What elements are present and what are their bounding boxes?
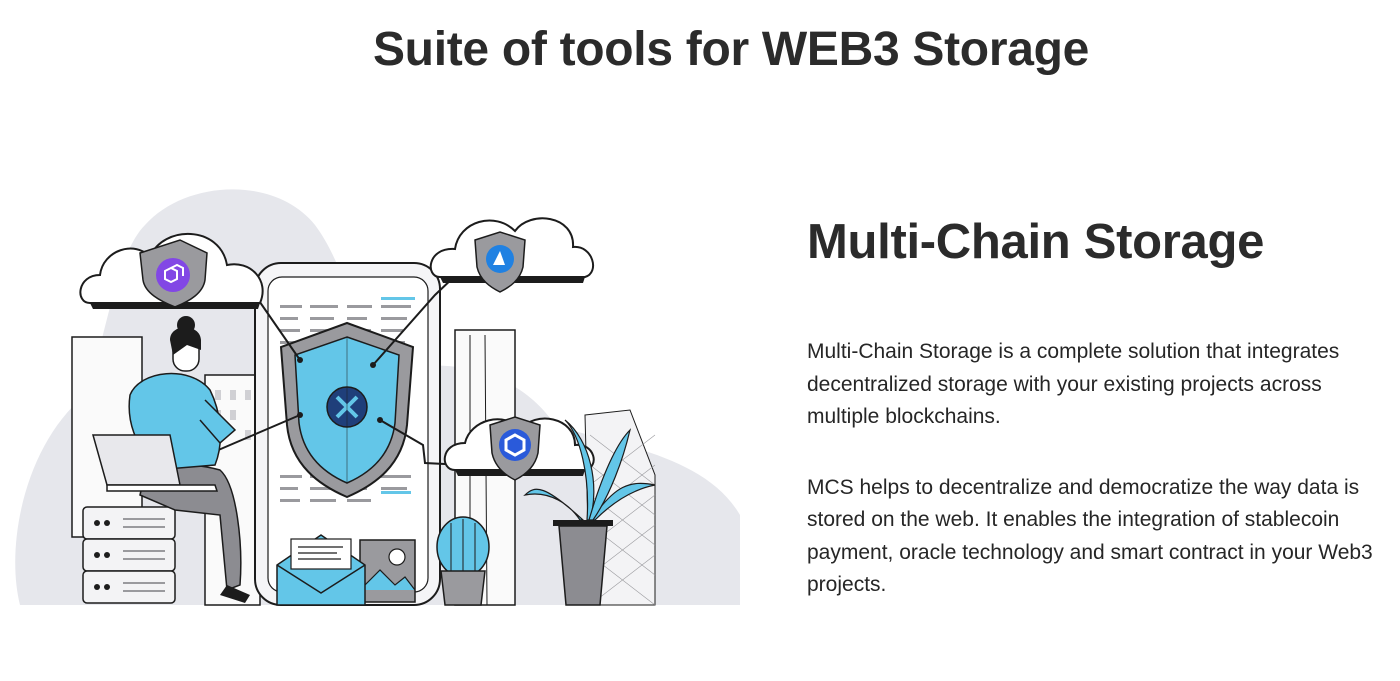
page-title: Suite of tools for WEB3 Storage: [372, 23, 1090, 76]
section-title: Multi-Chain Storage: [807, 215, 1265, 269]
chainlink-icon: [499, 429, 531, 461]
image-card: [359, 539, 416, 603]
plant-icon: [523, 419, 656, 606]
feature-section: Multi-Chain Storage Multi-Chain Storage …: [807, 214, 1397, 602]
person: [92, 316, 250, 603]
laptop-icon: [92, 434, 181, 486]
cactus-icon: [436, 516, 490, 606]
multi-chain-storage-illustration: [15, 189, 740, 606]
feature-details-paragraph: MCS helps to decentralize and democratiz…: [807, 475, 1373, 597]
polygon-icon: [156, 258, 190, 292]
feature-description-paragraph: Multi-Chain Storage is a complete soluti…: [807, 340, 1340, 428]
server-rack-icon: [82, 506, 176, 604]
